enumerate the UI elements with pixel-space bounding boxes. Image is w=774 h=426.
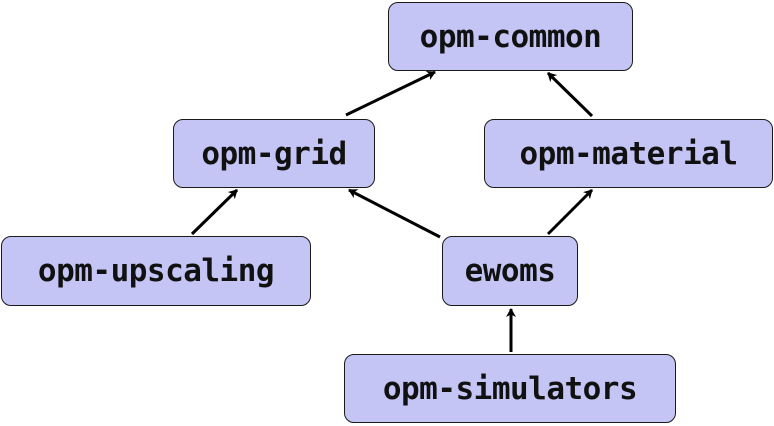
edge-ewoms-to-opm-material	[546, 188, 594, 236]
edge-opm-grid-to-opm-common	[345, 70, 436, 117]
node-label: ewoms	[464, 253, 556, 289]
node-label: opm-common	[419, 18, 602, 55]
node-label: opm-material	[519, 135, 738, 172]
node-label: opm-grid	[201, 135, 347, 172]
edge-opm-material-to-opm-common	[546, 71, 594, 118]
node-opm-simulators: opm-simulators	[344, 354, 676, 423]
edge-ewoms-to-opm-grid	[348, 188, 441, 239]
node-opm-grid: opm-grid	[173, 119, 375, 188]
node-opm-upscaling: opm-upscaling	[1, 236, 311, 306]
node-label: opm-upscaling	[37, 253, 275, 289]
edge-opm-upscaling-to-opm-grid	[190, 188, 239, 236]
node-label: opm-simulators	[382, 370, 638, 407]
node-opm-common: opm-common	[388, 2, 633, 71]
node-ewoms: ewoms	[442, 236, 578, 306]
node-opm-material: opm-material	[484, 119, 773, 188]
